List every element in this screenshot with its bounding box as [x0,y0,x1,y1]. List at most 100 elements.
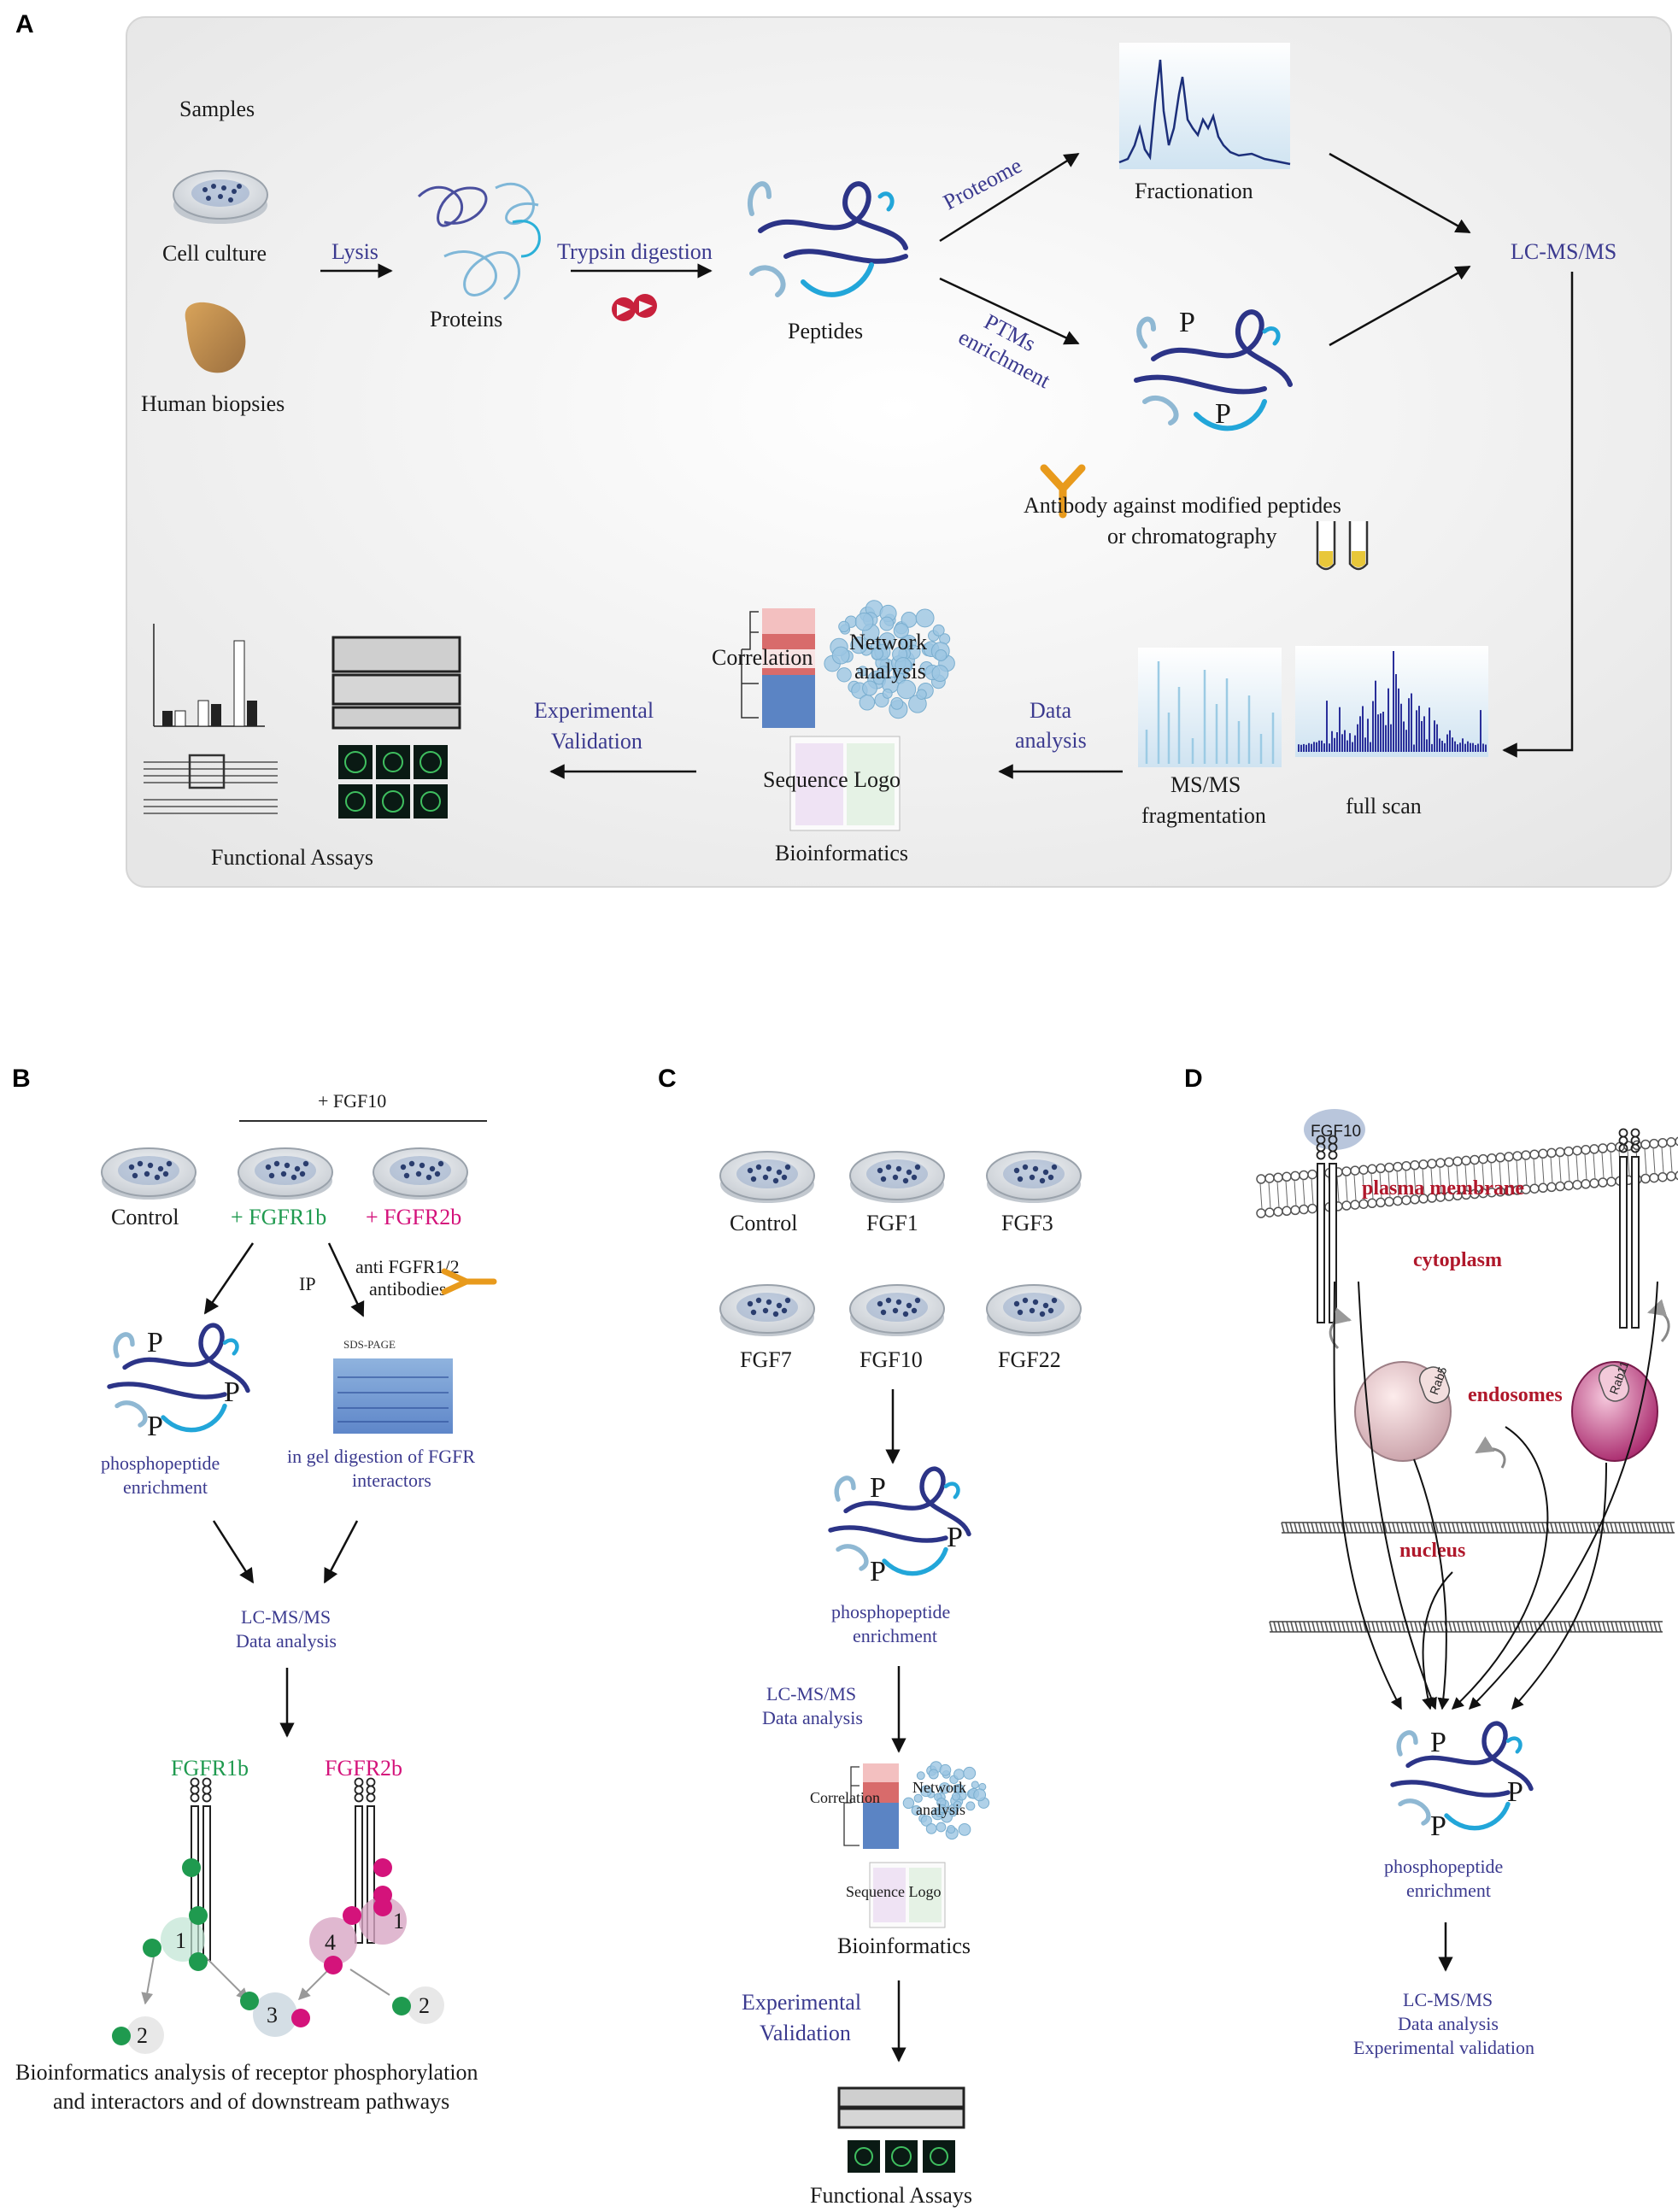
rab11-badge [1598,1364,1630,1402]
network-label-2: analysis [854,659,926,684]
lcms-label-1: LC-MS/MS [1403,1989,1493,2010]
fgf22-label: FGF22 [998,1347,1061,1372]
rab5-badge [1418,1366,1451,1404]
fgf3-label: FGF3 [1001,1211,1053,1235]
sds-page-gel [333,1358,453,1434]
msms-label-2: fragmentation [1141,803,1266,828]
phospho-enrichment-label-1: phosphopeptide [1384,1856,1503,1877]
petri-dish-icon [173,170,268,224]
anti-fgfr-label-1: anti FGFR1/2 [355,1256,460,1277]
bioinfo-analysis-label-2: and interactors and of downstream pathwa… [53,2089,449,2114]
biopsy-icon [185,302,246,373]
phospho-enrichment-label-2: enrichment [123,1476,208,1498]
antibody-label-2: or chromatography [1107,524,1277,549]
phospho-to-lcms-arrow [212,1520,255,1584]
plasma-membrane-label: plasma membrane [1362,1177,1524,1200]
phospho-mark: P [224,1376,240,1408]
fgfr2b-receptor-icon [354,1777,376,1944]
western-blot-icon [331,636,461,730]
lcms-label-2: Data analysis [762,1707,863,1728]
lcms-label-2: Data analysis [236,1630,337,1652]
sds-page-label: SDS-PAGE [343,1338,396,1351]
phospho-mark: P [147,1411,163,1442]
phospho-mark: P [947,1522,963,1553]
antibody-icon [441,1268,497,1295]
phospho-enrichment-label-1: phosphopeptide [831,1601,950,1622]
sequence-logo [869,1862,946,1928]
dish-fgfr2b [373,1147,468,1200]
msms-spectrum [1138,648,1282,767]
lcms-label-1: LC-MS/MS [241,1606,331,1628]
fractionation-to-lcms-arrow [1329,152,1471,234]
phospho-mark: P [1507,1776,1523,1808]
fgf10-treatment-label: + FGF10 [318,1090,386,1112]
network-label-1: Network [912,1779,966,1796]
anti-fgfr-label-2: antibodies [369,1278,446,1300]
phosphopeptide-icon [1134,309,1293,431]
fgf-dishes [719,1151,1082,1336]
phosphopeptide-icon [107,1323,250,1433]
ptm-to-lcms-arrow [1329,265,1471,347]
functional-assays-label: Functional Assays [810,2183,972,2208]
fractionation-label: Fractionation [1135,179,1253,203]
sequence-logo [789,736,901,831]
in-gel-digestion-label-2: interactors [352,1470,431,1491]
panel-label-d: D [1184,1065,1203,1093]
dish-fgfr1b [238,1147,333,1200]
phospho-mark: P [1179,307,1195,338]
phospho-mark: P [1430,1727,1446,1758]
recycling-endosome-icon [1571,1361,1658,1462]
proteins-icon [417,182,541,301]
peptides-label: Peptides [788,319,863,343]
lcms-to-fullscan-arrow [1502,272,1574,758]
data-analysis-label-1: Data [1030,698,1072,723]
fgfr1b-treatment-label: + FGFR1b [231,1205,326,1229]
full-scan-spectrum [1295,646,1488,757]
phospho-mark: P [147,1327,163,1358]
bioinfo-analysis-label-1: Bioinformatics analysis of receptor phos… [15,2060,478,2085]
correlation-heatmap [741,608,815,728]
dish-control [101,1147,197,1200]
western-blot-icon [837,2086,965,2129]
cytoplasm-label: cytoplasm [1413,1249,1502,1271]
phospho-mark: P [1215,398,1231,430]
exp-validation-label-2: Validation [551,729,642,754]
phospho-mark: P [1430,1810,1446,1842]
control-label: Control [730,1211,797,1235]
bioinformatics-label: Bioinformatics [775,841,908,865]
lcmsms-label: LC-MS/MS [1511,239,1616,264]
in-gel-digestion-label-1: in gel digestion of FGFR [287,1446,475,1467]
node-label: 3 [267,2003,278,2027]
bar-chart-icon [153,624,265,727]
phosphopeptide-icon [1390,1721,1534,1831]
endosomes-label: endosomes [1468,1384,1563,1406]
full-scan-label: full scan [1346,794,1422,818]
correlation-heatmap [843,1763,899,1849]
panel-a-background [126,16,1672,888]
to-ip-arrow [327,1242,365,1317]
phospho-mark: P [870,1472,886,1504]
phospho-mark: P [870,1556,886,1587]
fgf1-label: FGF1 [866,1211,918,1235]
network-label-2: analysis [916,1801,965,1818]
lysis-label: Lysis [331,239,378,264]
node-label: 1 [175,1928,186,1953]
antibody-label-1: Antibody against modified peptides [1024,493,1341,518]
cell-culture-label: Cell culture [162,241,267,266]
panel-label-b: B [12,1065,31,1093]
proteins-label: Proteins [430,307,502,332]
table-image-icon [144,754,278,814]
bioinformatics-label: Bioinformatics [837,1933,971,1958]
node-label: 4 [325,1930,336,1955]
antibody-icon [1040,464,1086,519]
data-analysis-label-2: analysis [1015,728,1087,753]
samples-label: Samples [179,97,255,121]
exp-validation-label-1: Experimental [534,698,654,723]
gel-to-lcms-arrow [323,1520,359,1584]
trypsin-label: Trypsin digestion [557,239,713,264]
network-graph [902,1761,990,1840]
nucleus-label: nucleus [1399,1540,1465,1562]
fractionation-chromatogram [1118,43,1291,169]
node-label: 2 [137,2023,148,2048]
